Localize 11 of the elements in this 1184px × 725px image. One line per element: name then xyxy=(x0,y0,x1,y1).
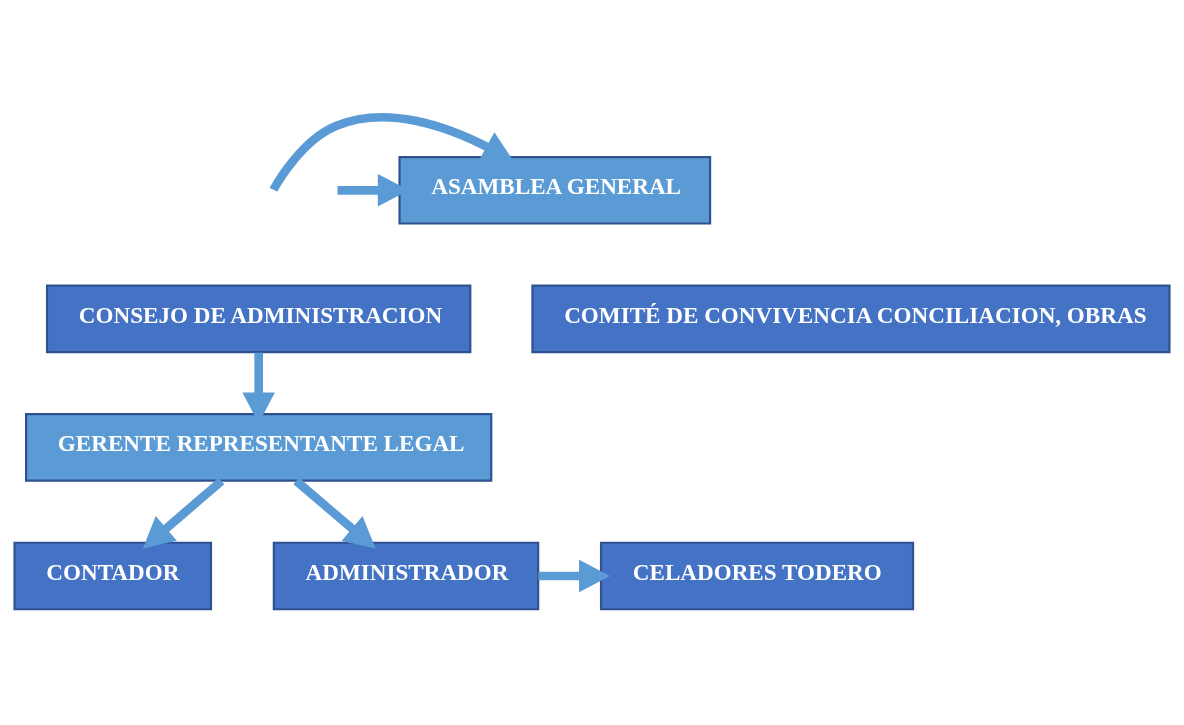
node-box: COMITÉ DE CONVIVENCIA CONCILIACION, OBRAS xyxy=(531,284,1171,353)
arrow xyxy=(293,477,376,549)
node-box: CONTADOR xyxy=(13,541,213,610)
arrow xyxy=(142,477,225,549)
node-box: ADMINISTRADOR xyxy=(272,541,540,610)
node-box: GERENTE REPRESENTANTE LEGAL xyxy=(25,412,493,482)
node-box: CELADORES TODERO xyxy=(599,541,915,610)
node-box: ASAMBLEA GENERAL xyxy=(398,155,712,225)
arrow xyxy=(269,112,514,192)
arrow xyxy=(538,559,611,592)
node-box: CONSEJO DE ADMINISTRACION xyxy=(45,284,472,353)
